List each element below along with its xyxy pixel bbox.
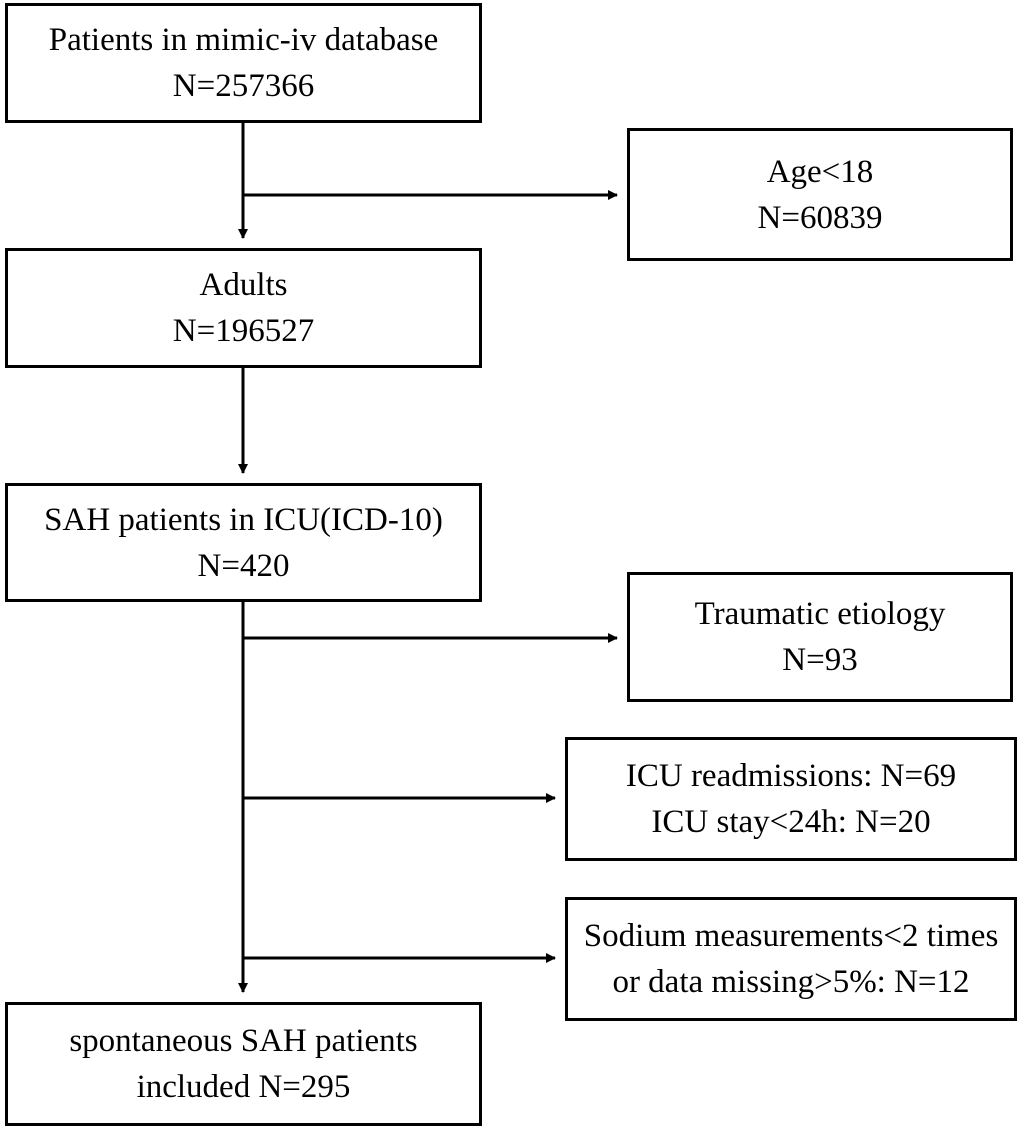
node-sah-icu-line-2: N=420 bbox=[197, 547, 290, 584]
node-adults: Adults N=196527 bbox=[5, 248, 482, 368]
node-excluded-readmission: ICU readmissions: N=69 ICU stay<24h: N=2… bbox=[565, 737, 1017, 861]
node-included-line-1: spontaneous SAH patients bbox=[69, 1023, 418, 1059]
node-adults-line-1: Adults bbox=[199, 267, 288, 303]
node-sah-icu-line-1: SAH patients in ICU(ICD-10) bbox=[44, 501, 443, 538]
node-excluded-readmission-line-2: ICU stay<24h: N=20 bbox=[651, 804, 931, 840]
node-included-line-2: included N=295 bbox=[136, 1069, 351, 1105]
node-excluded-age-line-1: Age<18 bbox=[766, 153, 874, 190]
node-excluded-traumatic: Traumatic etiology N=93 bbox=[627, 572, 1013, 702]
node-excluded-age-line-2: N=60839 bbox=[757, 199, 883, 236]
node-excluded-traumatic-line-1: Traumatic etiology bbox=[694, 596, 946, 632]
node-included: spontaneous SAH patients included N=295 bbox=[5, 1002, 482, 1126]
node-excluded-sodium-line-1: Sodium measurements<2 times bbox=[583, 918, 999, 954]
node-excluded-age: Age<18 N=60839 bbox=[627, 128, 1013, 261]
node-all-patients: Patients in mimic-iv database N=257366 bbox=[5, 3, 482, 123]
node-excluded-sodium: Sodium measurements<2 times or data miss… bbox=[565, 897, 1017, 1021]
node-sah-icu: SAH patients in ICU(ICD-10) N=420 bbox=[5, 483, 482, 602]
node-excluded-sodium-line-2: or data missing>5%: N=12 bbox=[612, 964, 970, 1000]
node-adults-line-2: N=196527 bbox=[172, 313, 315, 349]
node-excluded-readmission-line-1: ICU readmissions: N=69 bbox=[625, 758, 957, 794]
node-all-patients-line-1: Patients in mimic-iv database bbox=[48, 22, 439, 58]
node-excluded-traumatic-line-2: N=93 bbox=[782, 642, 858, 678]
node-all-patients-line-2: N=257366 bbox=[172, 68, 315, 104]
